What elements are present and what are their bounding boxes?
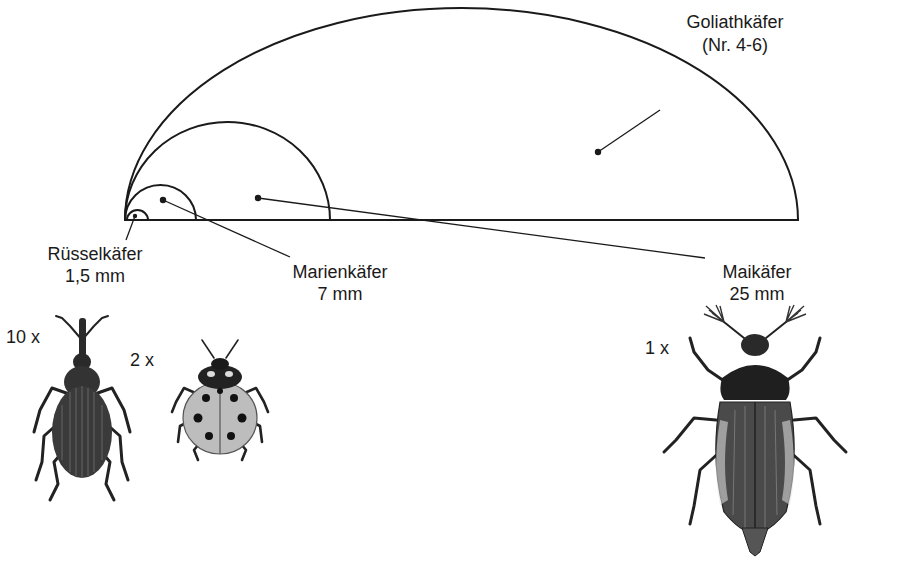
magnification: 1 x xyxy=(645,338,669,359)
leader-lines xyxy=(126,110,705,258)
leader-dot xyxy=(255,195,261,201)
species-note: (Nr. 4-6) xyxy=(702,35,768,56)
leader-dots xyxy=(133,149,601,218)
weevil-semicircle xyxy=(127,210,148,220)
maybug-picture xyxy=(664,305,846,556)
ladybug-picture xyxy=(172,340,268,460)
species-name: Marienkäfer xyxy=(292,262,387,283)
baseline xyxy=(124,219,799,221)
leader-line xyxy=(258,198,705,258)
maybug-semicircle xyxy=(125,122,330,220)
species-name: Maikäfer xyxy=(722,262,791,283)
size-semicircles xyxy=(124,8,799,220)
weevil-picture xyxy=(34,316,130,500)
species-name: Rüsselkäfer xyxy=(47,244,142,265)
goliath-semicircle xyxy=(125,8,798,220)
leader-dot xyxy=(595,149,601,155)
leader-dot xyxy=(133,214,137,218)
leader-line xyxy=(598,110,660,152)
leader-line xyxy=(163,200,290,257)
magnification: 2 x xyxy=(130,350,154,371)
magnification: 10 x xyxy=(6,327,40,348)
leader-line xyxy=(126,216,135,240)
size-dimension: 25 mm xyxy=(729,284,784,305)
size-dimension: 1,5 mm xyxy=(65,266,125,287)
species-name: Goliathkäfer xyxy=(686,12,783,33)
ladybug-semicircle xyxy=(125,185,196,220)
leader-dot xyxy=(160,197,166,203)
size-dimension: 7 mm xyxy=(318,284,363,305)
